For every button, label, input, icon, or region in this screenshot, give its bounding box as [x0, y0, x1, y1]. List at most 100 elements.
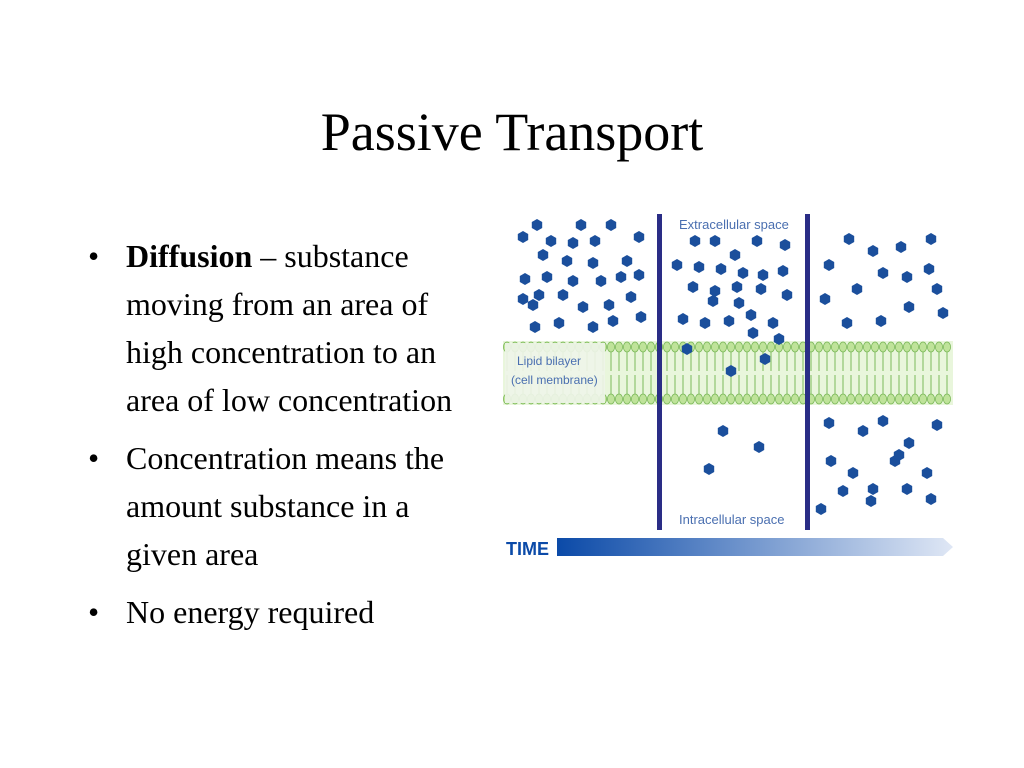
- molecule: [717, 425, 729, 437]
- extracellular-label: Extracellular space: [679, 217, 789, 232]
- molecule: [703, 463, 715, 475]
- molecule: [677, 313, 689, 325]
- phospholipid-head: [726, 393, 735, 405]
- molecule: [531, 219, 543, 231]
- phospholipid-head: [822, 393, 831, 405]
- page-title: Passive Transport: [320, 102, 704, 162]
- molecule: [737, 267, 749, 279]
- molecule: [877, 267, 889, 279]
- molecule: [773, 333, 785, 345]
- bullet-item: • No energy required: [88, 588, 488, 636]
- phospholipid-head: [758, 393, 767, 405]
- phospholipid-head: [670, 341, 679, 353]
- phospholipid-head: [710, 393, 719, 405]
- molecule: [819, 293, 831, 305]
- phospholipid-head: [918, 393, 927, 405]
- phospholipid-head: [846, 341, 855, 353]
- molecule: [767, 317, 779, 329]
- intracellular-label: Intracellular space: [679, 512, 785, 527]
- molecule: [921, 467, 933, 479]
- molecule: [561, 255, 573, 267]
- molecule: [857, 425, 869, 437]
- molecule: [779, 239, 791, 251]
- molecule: [689, 235, 701, 247]
- molecule: [867, 245, 879, 257]
- molecule: [733, 297, 745, 309]
- molecule: [553, 317, 565, 329]
- phospholipid-head: [615, 341, 624, 353]
- time-label: TIME: [506, 539, 549, 559]
- phospholipid-head: [910, 393, 919, 405]
- phospholipid-head: [838, 393, 847, 405]
- phospholipid-head: [607, 393, 616, 405]
- molecule: [567, 275, 579, 287]
- phospholipid-head: [630, 393, 639, 405]
- phospholipid-head: [862, 341, 871, 353]
- molecule: [635, 311, 647, 323]
- molecule: [625, 291, 637, 303]
- membrane-label-box: [505, 343, 605, 403]
- molecule: [681, 343, 693, 355]
- molecule: [903, 301, 915, 313]
- phospholipid-head: [766, 393, 775, 405]
- phospholipid-head: [670, 393, 679, 405]
- molecule: [747, 327, 759, 339]
- molecule: [603, 299, 615, 311]
- molecule: [865, 495, 877, 507]
- molecule: [693, 261, 705, 273]
- molecule: [925, 233, 937, 245]
- molecule: [605, 219, 617, 231]
- phospholipid-head: [758, 341, 767, 353]
- bullet-list: • Diffusion – substance moving from an a…: [88, 232, 488, 646]
- molecule: [577, 301, 589, 313]
- molecule: [931, 419, 943, 431]
- molecule: [595, 275, 607, 287]
- bullet-item: • Concentration means the amount substan…: [88, 434, 488, 578]
- molecule: [837, 485, 849, 497]
- molecule: [923, 263, 935, 275]
- phospholipid-head: [934, 341, 943, 353]
- molecule: [895, 241, 907, 253]
- phospholipid-head: [902, 341, 911, 353]
- phospholipid-head: [750, 393, 759, 405]
- bullet-text: – substance moving from an area of high …: [126, 238, 453, 418]
- phospholipid-head: [694, 341, 703, 353]
- molecule: [851, 283, 863, 295]
- phospholipid-head: [702, 393, 711, 405]
- molecule: [745, 309, 757, 321]
- molecule: [777, 265, 789, 277]
- phospholipid-head: [718, 393, 727, 405]
- molecule: [893, 449, 905, 461]
- molecule: [823, 417, 835, 429]
- molecule: [527, 299, 539, 311]
- phospholipid-head: [638, 393, 647, 405]
- phospholipid-head: [678, 393, 687, 405]
- bullet-text: Concentration means the amount substance…: [126, 440, 445, 572]
- molecule: [671, 259, 683, 271]
- phospholipid-head: [886, 393, 895, 405]
- molecule: [875, 315, 887, 327]
- molecule-group: [517, 219, 949, 515]
- phospholipid-head: [942, 341, 951, 353]
- phospholipid-head: [646, 341, 655, 353]
- molecule: [621, 255, 633, 267]
- molecule: [707, 295, 719, 307]
- phospholipid-head: [910, 341, 919, 353]
- molecule: [841, 317, 853, 329]
- phospholipid-head: [878, 393, 887, 405]
- molecule: [867, 483, 879, 495]
- molecule: [517, 231, 529, 243]
- phospholipid-head: [702, 341, 711, 353]
- phospholipid-head: [790, 393, 799, 405]
- phospholipid-head: [623, 393, 632, 405]
- phospholipid-head: [902, 393, 911, 405]
- phospholipid-head: [734, 393, 743, 405]
- phospholipid-head: [870, 341, 879, 353]
- molecule: [781, 289, 793, 301]
- phospholipid-head: [630, 341, 639, 353]
- bullet-glyph: •: [88, 594, 100, 630]
- bullet-text: No energy required: [126, 594, 375, 630]
- phospholipid-head: [726, 341, 735, 353]
- phospholipid-head: [814, 341, 823, 353]
- molecule: [687, 281, 699, 293]
